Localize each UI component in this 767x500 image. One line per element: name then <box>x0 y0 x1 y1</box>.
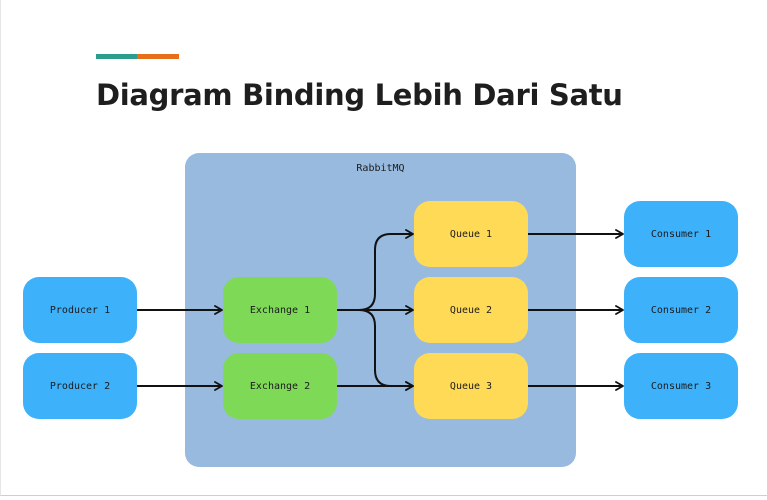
node-consumer-1: Consumer 1 <box>624 201 738 267</box>
rabbitmq-label: RabbitMQ <box>356 163 405 174</box>
node-queue-3: Queue 3 <box>414 353 528 419</box>
node-consumer-3: Consumer 3 <box>624 353 738 419</box>
accent-bar-orange <box>137 54 179 59</box>
accent-bar-teal <box>96 54 137 59</box>
node-exchange-2: Exchange 2 <box>223 353 337 419</box>
node-producer-2: Producer 2 <box>23 353 137 419</box>
node-queue-2: Queue 2 <box>414 277 528 343</box>
node-consumer-2: Consumer 2 <box>624 277 738 343</box>
node-exchange-1: Exchange 1 <box>223 277 337 343</box>
page-title: Diagram Binding Lebih Dari Satu <box>96 78 623 112</box>
node-producer-1: Producer 1 <box>23 277 137 343</box>
node-queue-1: Queue 1 <box>414 201 528 267</box>
